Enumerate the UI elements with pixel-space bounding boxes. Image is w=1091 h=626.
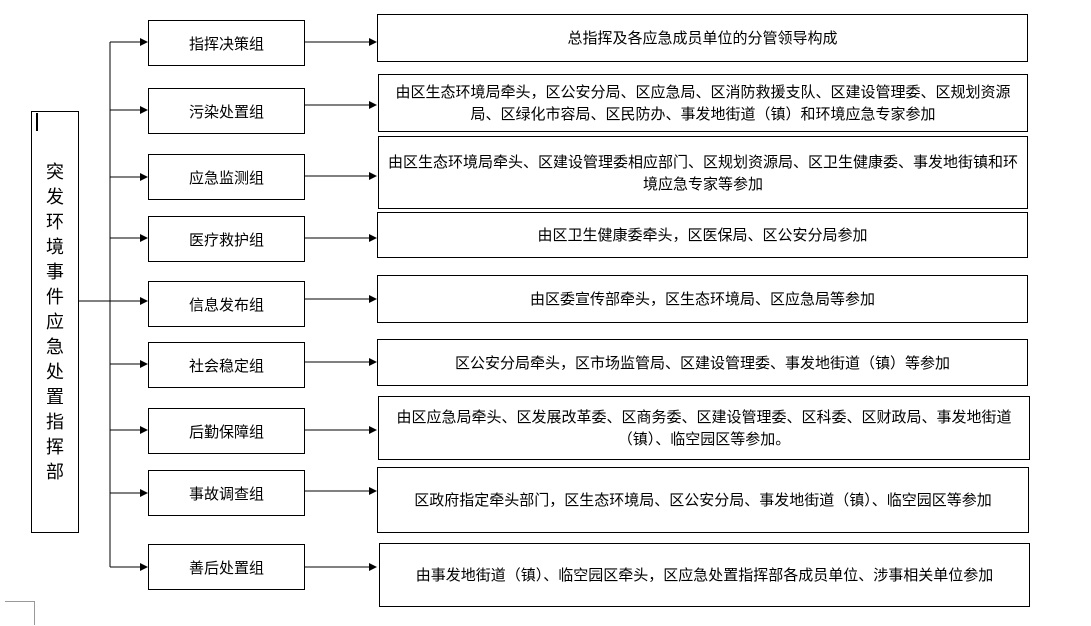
duty-text: 由区委宣传部牵头，区生态环境局、区应急局等参加 [529,290,875,308]
duty-text: 由事发地街道（镇）、临空园区牵头，区应急处置指挥部各成员单位、涉事相关单位参加 [415,566,994,584]
root-char: 事 [46,261,64,283]
group-box-pollution-disposal: 污染处置组 [148,88,305,134]
duty-text: 由区卫生健康委牵头，区医保局、区公安分局参加 [537,226,868,244]
duty-text: 由区生态环境局牵头、区建设管理委相应部门、区规划资源局、区卫生健康委、事发地街镇… [387,152,1018,193]
duty-box-pollution-disposal: 由区生态环境局牵头，区公安分局、区应急局、区消防救援支队、区建设管理委、区规划资… [378,74,1028,132]
group-box-social-stability: 社会稳定组 [148,342,305,388]
root-char: 应 [46,311,64,333]
duty-text: 总指挥及各应急成员单位的分管领导构成 [567,29,838,47]
duty-text: 由区生态环境局牵头，区公安分局、区应急局、区消防救援支队、区建设管理委、区规划资… [395,83,1011,123]
duty-box-info-release: 由区委宣传部牵头，区生态环境局、区应急局等参加 [377,275,1028,323]
group-label: 应急监测组 [188,168,264,187]
root-char: 处 [46,361,64,383]
root-char: 突 [46,161,64,183]
duty-box-investigation: 区政府指定牵头部门，区生态环境局、区公安分局、事发地街道（镇）、临空园区等参加 [377,467,1029,533]
group-box-emergency-monitoring: 应急监测组 [148,154,305,200]
root-char: 境 [46,236,64,258]
duty-text: 由区应急局牵头、区发展改革委、区商务委、区建设管理委、区科委、区财政局、事发地街… [396,408,1012,448]
root-char: 环 [46,211,64,233]
group-label: 指挥决策组 [188,34,264,53]
group-label: 后勤保障组 [188,422,264,441]
root-char: 部 [46,461,64,483]
duty-box-logistics: 由区应急局牵头、区发展改革委、区商务委、区建设管理委、区科委、区财政局、事发地街… [378,396,1030,460]
duty-text: 区政府指定牵头部门，区生态环境局、区公安分局、事发地街道（镇）、临空园区等参加 [414,491,992,509]
duty-text: 区公安分局牵头，区市场监管局、区建设管理委、事发地街道（镇）等参加 [454,353,950,372]
root-char: 发 [46,186,64,208]
group-label: 医疗救护组 [188,230,264,249]
group-label: 信息发布组 [188,295,264,314]
group-label: 善后处置组 [188,558,264,577]
command-root-box: 突 发 环 境 事 件 应 急 处 置 指 挥 部 [31,111,79,533]
duty-box-aftermath: 由事发地街道（镇）、临空园区牵头，区应急处置指挥部各成员单位、涉事相关单位参加 [379,543,1030,607]
group-label: 社会稳定组 [188,356,264,375]
group-box-aftermath: 善后处置组 [148,544,305,590]
group-box-logistics: 后勤保障组 [148,408,305,454]
duty-box-command-decision: 总指挥及各应急成员单位的分管领导构成 [377,14,1028,62]
group-box-investigation: 事故调查组 [148,470,305,516]
root-char: 件 [46,286,64,308]
group-box-medical-rescue: 医疗救护组 [148,216,305,262]
page-corner-mark [5,601,35,625]
group-label: 事故调查组 [188,484,264,503]
duty-box-social-stability: 区公安分局牵头，区市场监管局、区建设管理委、事发地街道（镇）等参加 [377,339,1028,386]
root-char: 急 [46,336,64,358]
duty-box-medical-rescue: 由区卫生健康委牵头，区医保局、区公安分局参加 [377,212,1028,258]
group-box-command-decision: 指挥决策组 [148,20,305,66]
duty-box-emergency-monitoring: 由区生态环境局牵头、区建设管理委相应部门、区规划资源局、区卫生健康委、事发地街镇… [378,136,1028,209]
root-char: 置 [46,386,64,408]
root-char: 指 [46,411,64,433]
group-label: 污染处置组 [188,102,264,121]
root-char: 挥 [46,436,64,458]
text-cursor [36,113,38,131]
group-box-info-release: 信息发布组 [148,281,305,327]
